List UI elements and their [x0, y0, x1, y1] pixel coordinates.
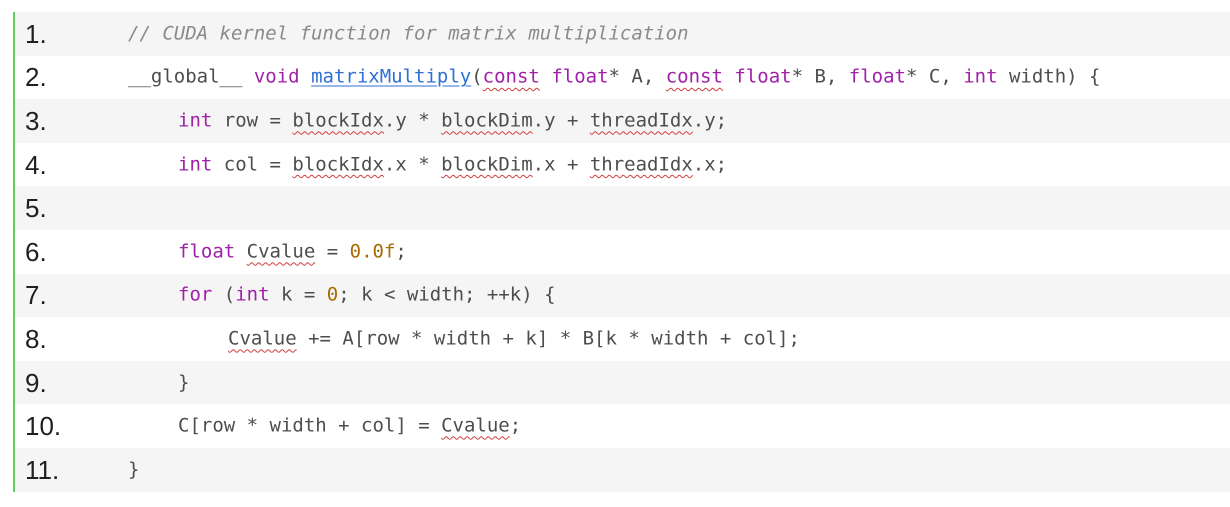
code-token	[540, 66, 551, 88]
code-line: 9.}	[15, 360, 1230, 405]
line-number: 7.	[25, 280, 47, 311]
code-keyword: float	[178, 240, 236, 263]
code-keyword: void	[253, 65, 300, 88]
code-keyword: int	[178, 109, 213, 132]
code-line: 3. int row = blockIdx.y * blockDim.y + th…	[15, 99, 1230, 143]
code-token: ;	[395, 240, 407, 263]
code-token: =	[315, 240, 350, 263]
code-token: ;	[509, 414, 522, 437]
code-token: blockIdx	[292, 109, 384, 132]
code-text: __global__ void matrixMultiply(const flo…	[128, 65, 1101, 88]
code-text: int row = blockIdx.y * blockDim.y + thre…	[178, 111, 727, 130]
code-token: .x;	[692, 153, 728, 176]
code-text: }	[178, 373, 189, 392]
code-token: blockIdx	[292, 153, 384, 176]
code-keyword: int	[235, 283, 270, 306]
line-number: 5.	[25, 193, 47, 224]
code-keyword: float	[551, 65, 609, 88]
code-text: for (int k = 0; k < width; ++k) {	[178, 283, 556, 306]
code-keyword: const	[665, 65, 723, 88]
line-number: 11.	[25, 454, 60, 485]
code-line: 7. for (int k = 0; k < width; ++k) {	[15, 273, 1230, 318]
code-number: 0	[326, 283, 339, 306]
code-token: .x +	[532, 153, 590, 176]
line-number: 6.	[25, 236, 47, 267]
code-text: float Cvalue = 0.0f;	[178, 242, 407, 261]
code-token	[300, 66, 311, 88]
code-token	[235, 240, 246, 262]
code-keyword: const	[482, 65, 540, 88]
code-token: C[row * width + col] =	[178, 414, 442, 437]
code-token: * C,	[906, 65, 964, 88]
code-line: 6. float Cvalue = 0.0f;	[15, 229, 1230, 274]
line-number: 1.	[25, 18, 47, 49]
code-token: threadIdx	[589, 153, 693, 176]
line-number: 10.	[25, 411, 62, 442]
code-token: .x *	[383, 153, 442, 176]
code-line: 10. C[row * width + col] = Cvalue;	[15, 404, 1230, 448]
code-token: Cvalue	[441, 414, 510, 437]
code-token: (	[212, 283, 236, 306]
line-number: 2.	[25, 62, 47, 93]
code-line: 1. // CUDA kernel function for matrix mul…	[15, 12, 1230, 56]
code-text: }	[128, 460, 139, 479]
code-text: C[row * width + col] = Cvalue;	[178, 414, 522, 437]
code-token: .y *	[383, 109, 442, 132]
code-number: 0.0f	[349, 240, 396, 263]
code-line: 8. Cvalue += A[row * width + k] * B[k * w…	[15, 317, 1230, 361]
code-token: blockDim	[441, 109, 533, 132]
code-line: 5.	[15, 186, 1230, 230]
code-token: k =	[269, 283, 327, 306]
code-token: threadIdx	[589, 109, 693, 132]
code-function-name[interactable]: matrixMultiply	[311, 65, 472, 88]
code-token: .y +	[532, 109, 590, 132]
code-token: * B,	[791, 65, 849, 88]
code-keyword: int	[963, 65, 998, 88]
code-token: ; k < width; ++k) {	[338, 283, 556, 306]
line-number: 8.	[25, 323, 47, 354]
code-keyword: float	[848, 65, 906, 88]
code-token: Cvalue	[228, 327, 297, 350]
code-line: 2.__global__ void matrixMultiply(const f…	[15, 55, 1230, 100]
code-token: * A,	[608, 65, 666, 88]
code-line: 4. int col = blockIdx.x * blockDim.x + th…	[15, 142, 1230, 187]
code-keyword: for	[178, 283, 213, 306]
code-keyword: float	[734, 65, 792, 88]
code-token: width) {	[997, 65, 1101, 88]
code-token: col =	[212, 153, 293, 176]
line-number: 3.	[25, 105, 47, 136]
code-token: .y;	[692, 109, 728, 132]
code-token: row =	[212, 109, 293, 132]
code-token: }	[178, 371, 190, 394]
code-keyword: int	[178, 153, 213, 176]
code-token: (	[471, 65, 483, 88]
code-token: Cvalue	[246, 240, 316, 263]
code-text: int col = blockIdx.x * blockDim.x + thre…	[178, 155, 727, 174]
code-token	[723, 66, 734, 88]
code-token: += A[row * width + k] * B[k * width + co…	[296, 327, 800, 350]
code-token: }	[128, 458, 140, 481]
code-token: blockDim	[441, 153, 533, 176]
code-text: Cvalue += A[row * width + k] * B[k * wid…	[228, 329, 800, 348]
code-text: // CUDA kernel function for matrix multi…	[128, 24, 689, 43]
line-number: 4.	[25, 149, 47, 180]
code-block: 1. // CUDA kernel function for matrix mul…	[13, 12, 1230, 492]
line-number: 9.	[25, 367, 47, 398]
code-comment: // CUDA kernel function for matrix multi…	[128, 22, 689, 45]
code-line: 11.}	[15, 447, 1230, 492]
code-token: __global__	[128, 65, 254, 88]
